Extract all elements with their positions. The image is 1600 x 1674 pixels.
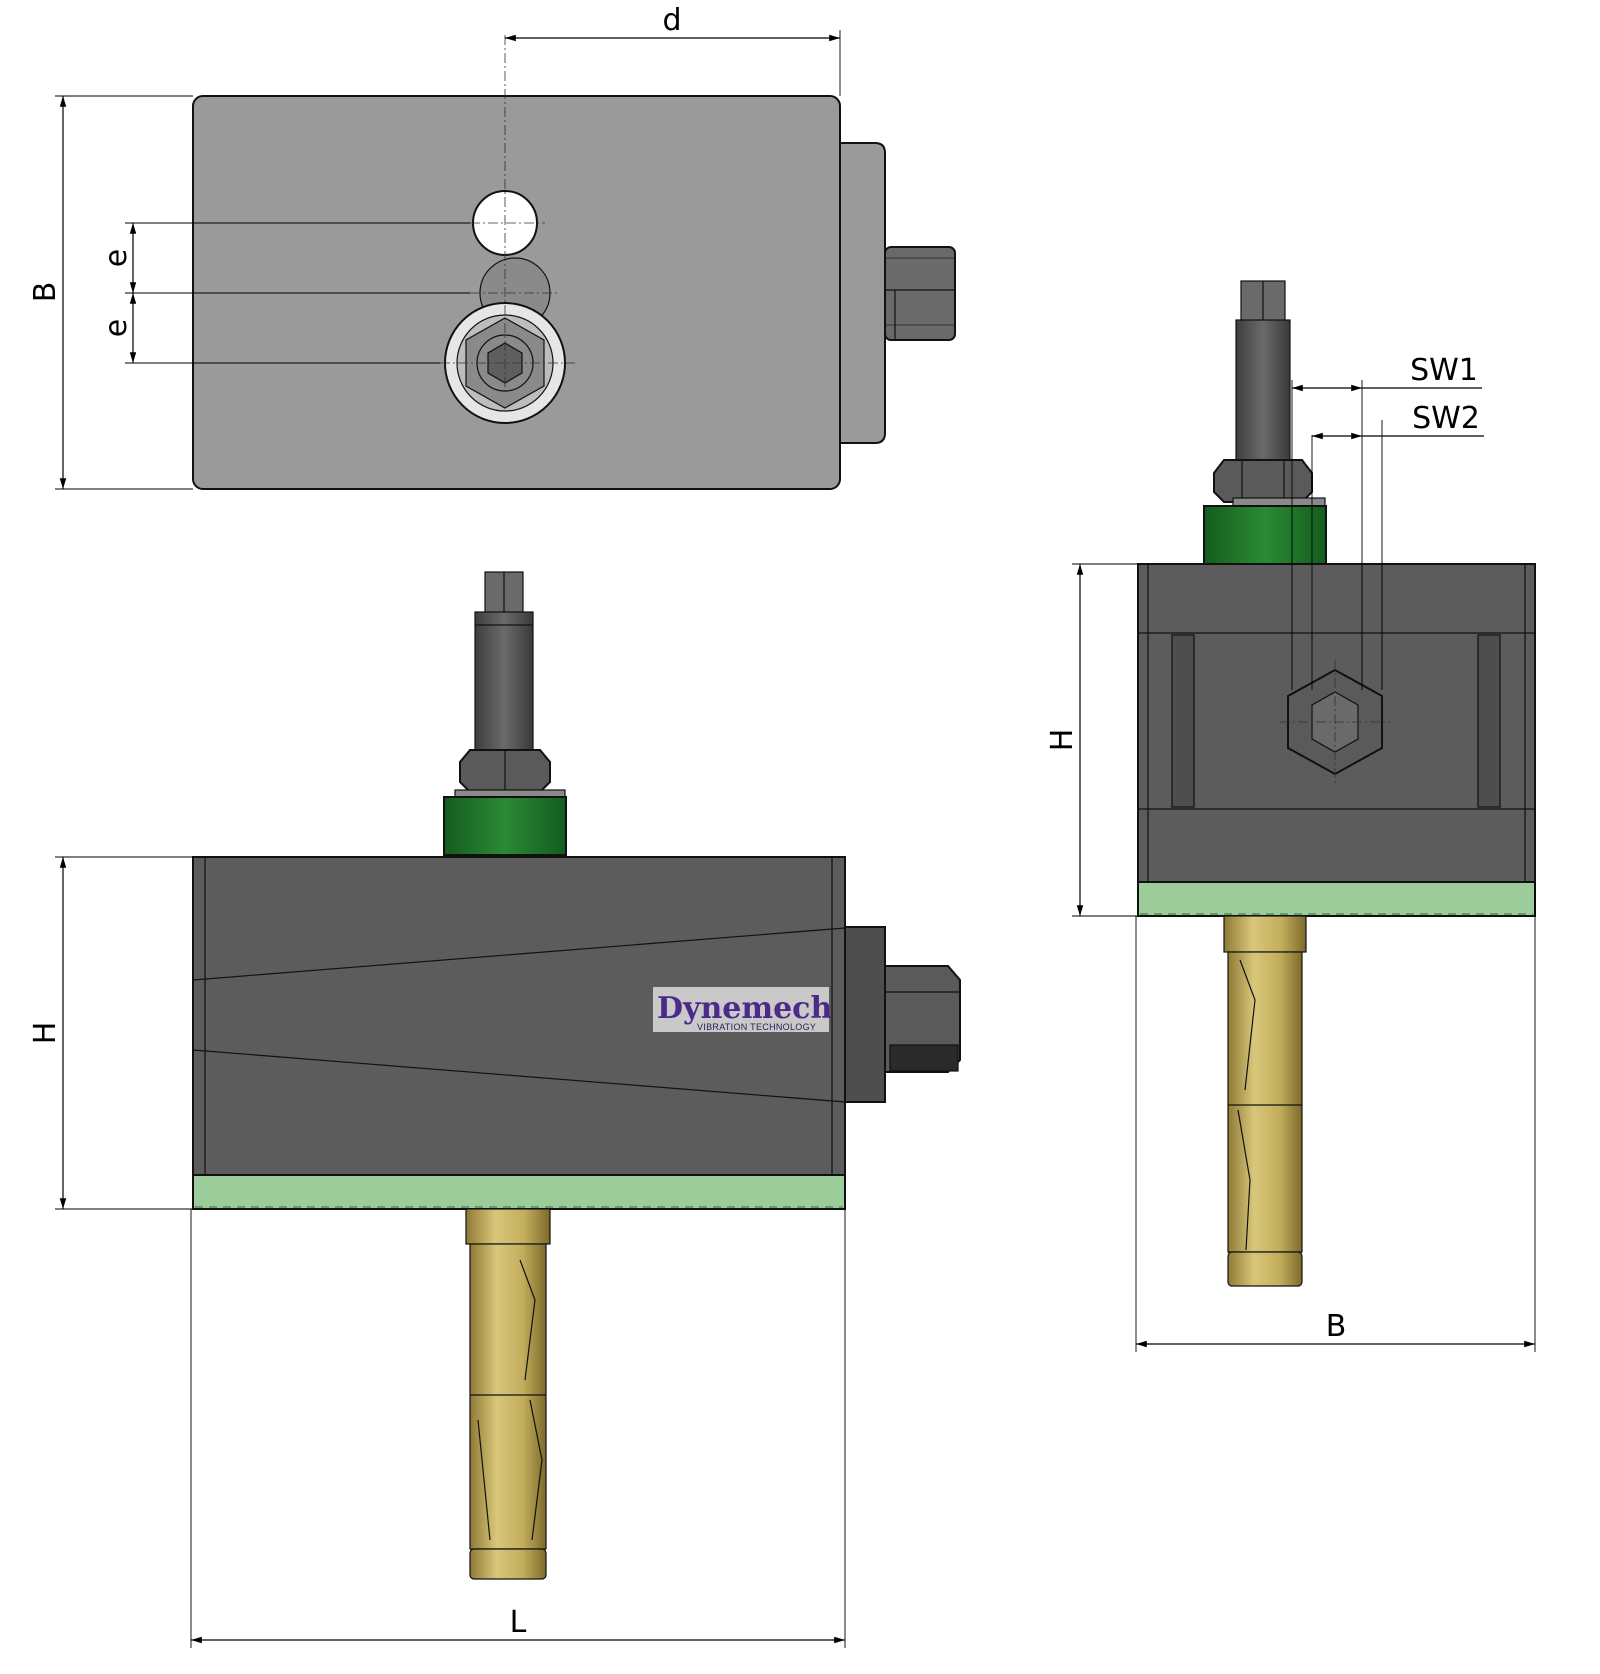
side-leveling-rod (1235, 280, 1291, 466)
front-side-nut (884, 965, 961, 1073)
side-lock-nut (1213, 459, 1326, 507)
side-green-collar (1203, 505, 1327, 565)
top-side-nut (884, 246, 956, 341)
svg-text:Dynemech: Dynemech (657, 991, 832, 1026)
side-rubber-pad (1137, 881, 1536, 917)
label-L: L (510, 1605, 527, 1640)
label-H-front: H (28, 1022, 63, 1045)
label-SW1: SW1 (1410, 353, 1478, 388)
front-green-collar (443, 796, 567, 856)
svg-text:VIBRATION TECHNOLOGY: VIBRATION TECHNOLOGY (697, 1022, 816, 1032)
front-leveling-rod (474, 571, 534, 753)
dynemech-logo: Dynemech VIBRATION TECHNOLOGY (653, 987, 832, 1032)
front-anchor-bolt (465, 1208, 551, 1580)
label-H-side: H (1045, 729, 1080, 752)
label-SW2: SW2 (1412, 401, 1480, 436)
top-side-step (834, 142, 886, 444)
top-view: d e e B (28, 3, 956, 490)
front-lock-nut (454, 749, 566, 799)
label-e-upper: e (99, 249, 134, 267)
side-view: SW1 SW2 H B (1045, 280, 1536, 1352)
label-B-top: B (28, 282, 63, 303)
label-e-lower: e (99, 319, 134, 337)
front-side-plate (839, 926, 886, 1103)
label-B-side: B (1326, 1309, 1347, 1344)
front-view: Dynemech VIBRATION TECHNOLOGY H L (28, 571, 961, 1648)
front-rubber-pad (192, 1174, 846, 1210)
side-anchor-bolt (1223, 915, 1307, 1287)
label-d: d (662, 3, 681, 38)
